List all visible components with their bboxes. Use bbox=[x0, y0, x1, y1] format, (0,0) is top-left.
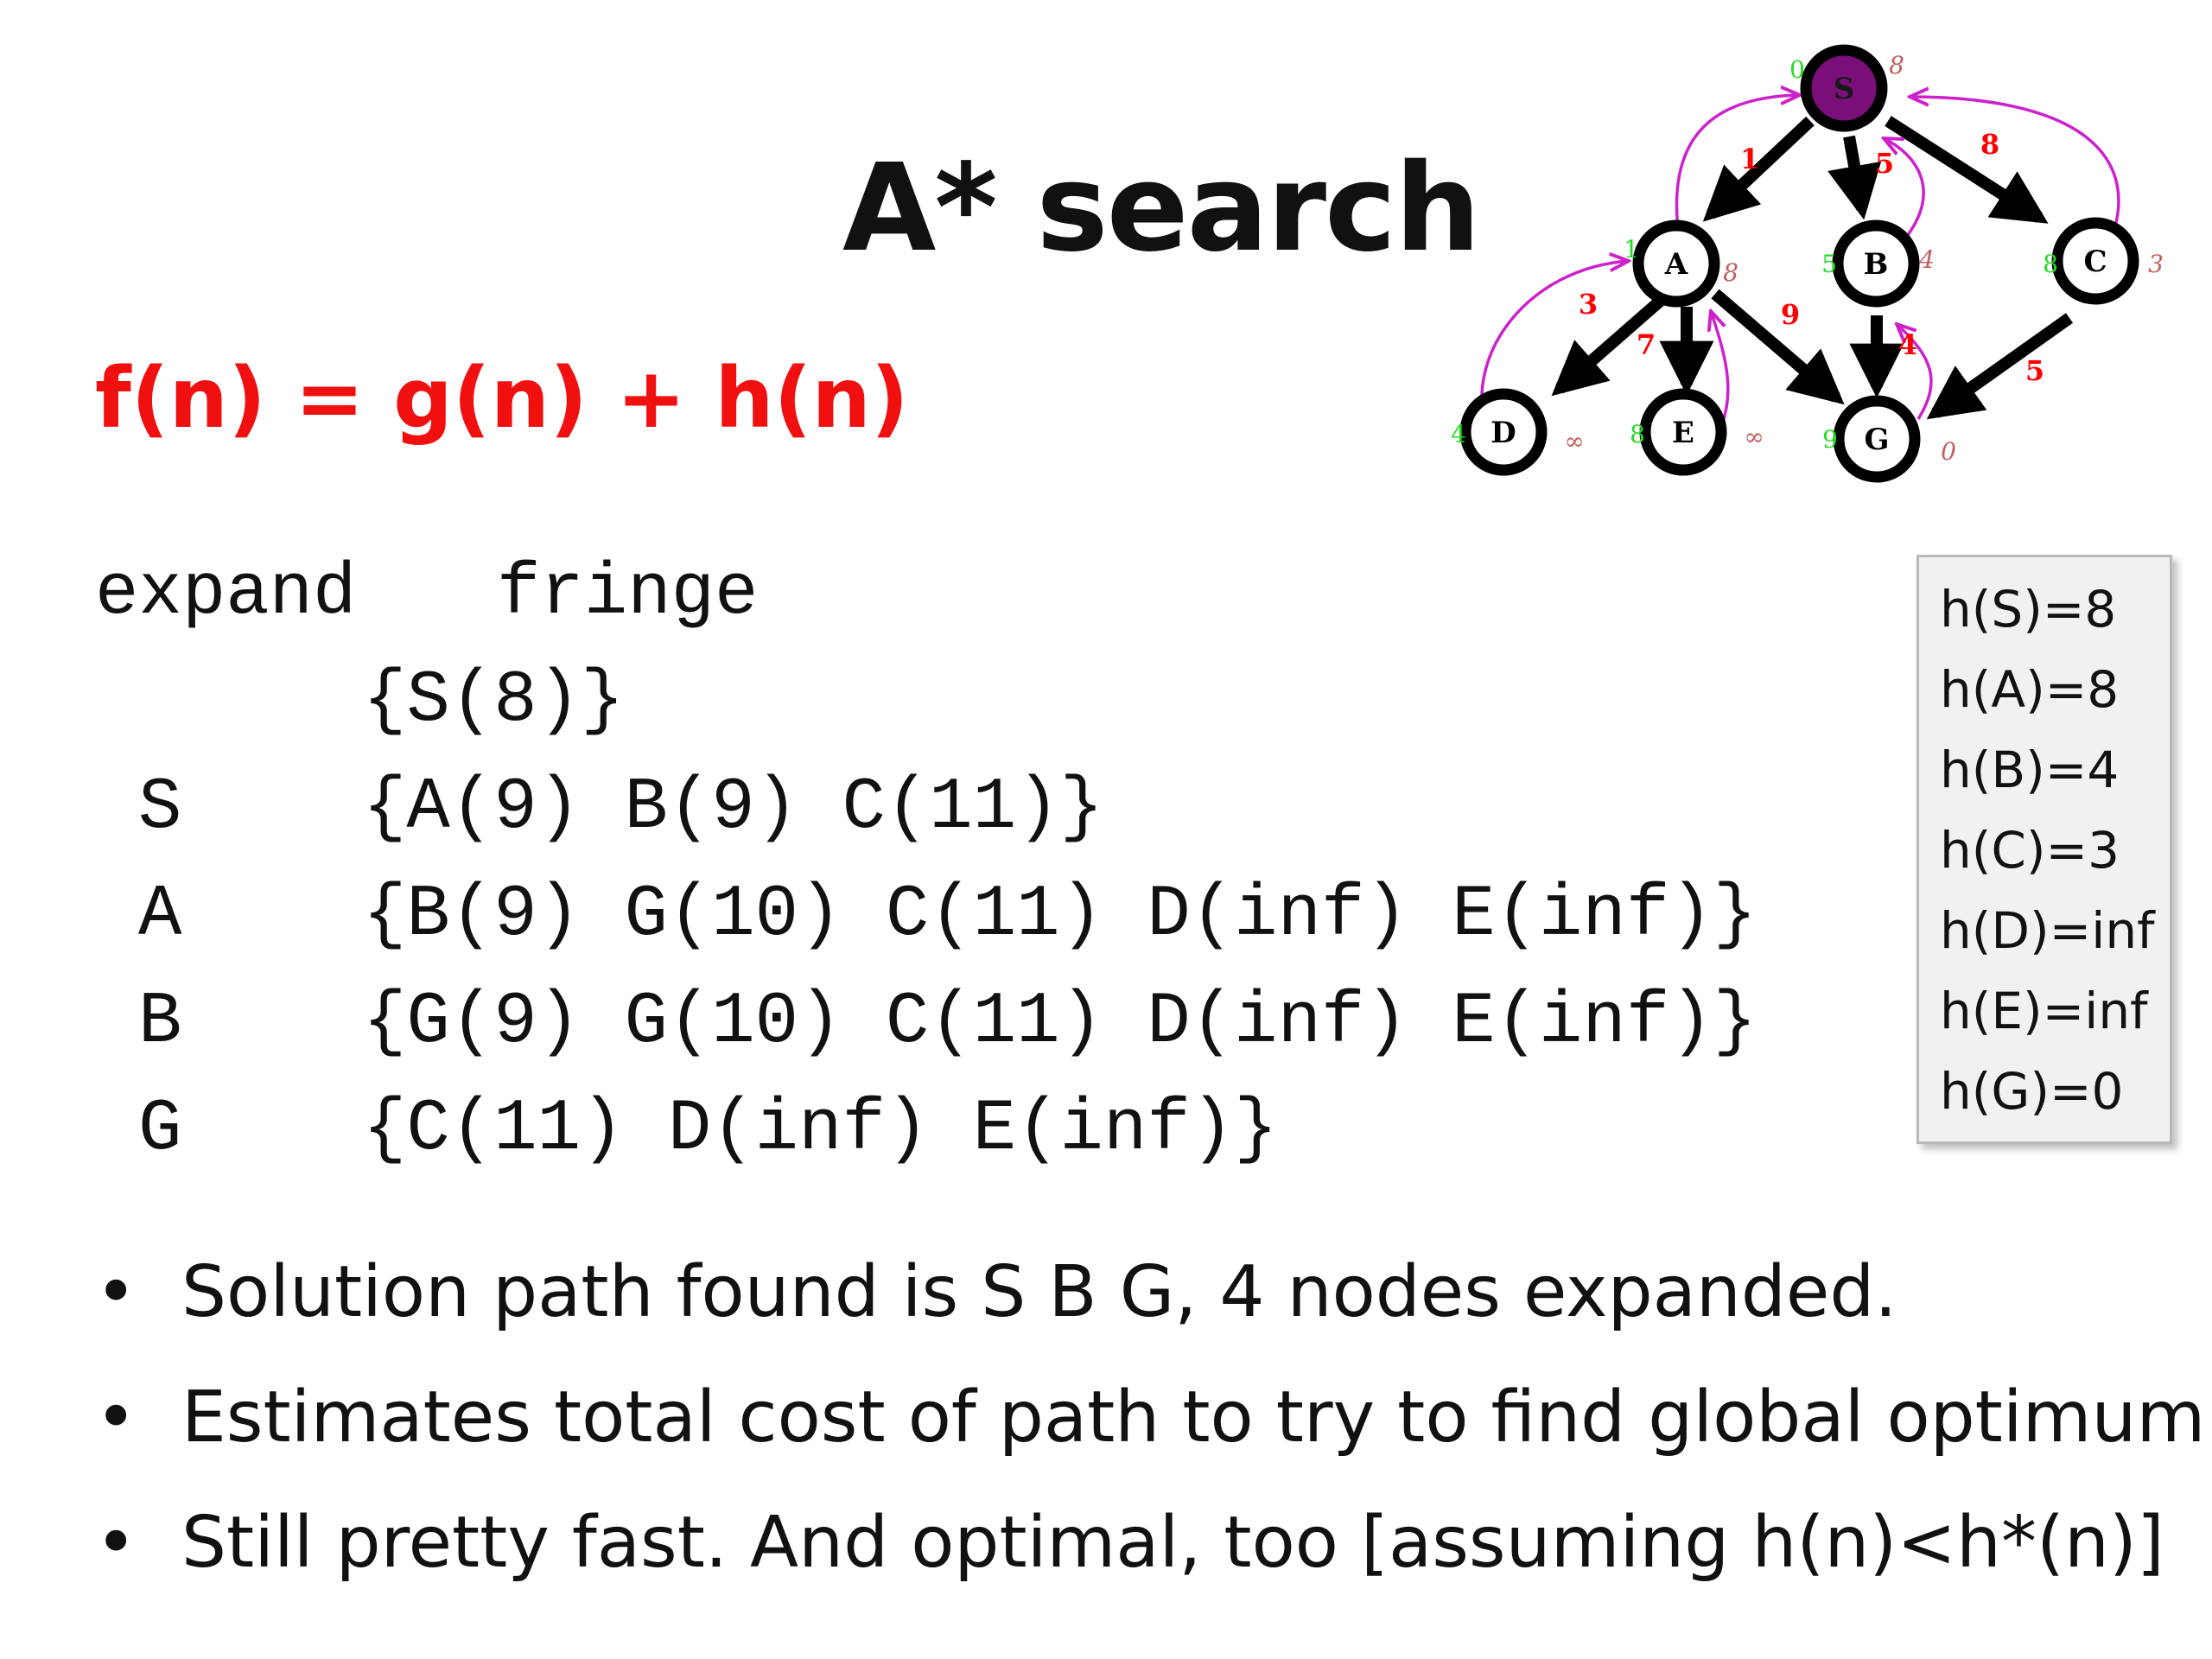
g-value-B: 5 bbox=[1821, 250, 1837, 278]
formula: f(n) = g(n) + h(n) bbox=[95, 350, 909, 447]
graph-edges bbox=[1551, 116, 2074, 420]
h-value-C: 3 bbox=[2148, 250, 2164, 278]
edge-cost-S-A: 1 bbox=[1740, 143, 1759, 175]
node-label-G: G bbox=[1864, 423, 1889, 457]
bullet-dot: • bbox=[95, 1502, 137, 1584]
heuristic-G: h(G)=0 bbox=[1940, 1062, 2124, 1121]
g-value-D: 4 bbox=[1451, 420, 1466, 448]
edge-S-A bbox=[1702, 116, 1815, 222]
h-value-S: 8 bbox=[1889, 51, 1904, 79]
node-E bbox=[1639, 388, 1727, 476]
heuristic-S: h(S)=8 bbox=[1940, 580, 2117, 639]
trace-row-3-fringe: {G(9) G(10) C(11) D(inf) E(inf)} bbox=[363, 982, 1758, 1064]
g-value-G: 9 bbox=[1822, 425, 1838, 454]
node-S bbox=[1800, 44, 1888, 132]
edge-A-D bbox=[1551, 293, 1668, 397]
backpointer-A-S bbox=[1675, 95, 1800, 230]
g-value-A: 1 bbox=[1624, 235, 1639, 264]
node-label-C: C bbox=[2083, 245, 2107, 279]
node-label-S: S bbox=[1834, 72, 1855, 106]
bullet-text: Estimates total cost of path to try to f… bbox=[181, 1376, 2206, 1459]
node-B bbox=[1832, 219, 1920, 308]
trace-table: expand fringe {S(8)} S {A(9) B(9) C(11)}… bbox=[95, 553, 1823, 1175]
slide-title: A* search bbox=[842, 138, 1481, 279]
search-graph: S A B C D E G 1 5 8 3 7 9 4 5 0 1 5 8 4 … bbox=[1451, 44, 2164, 483]
node-C bbox=[2051, 217, 2139, 305]
g-value-E: 8 bbox=[1630, 420, 1645, 448]
trace-row-3-expand: B bbox=[138, 982, 182, 1064]
g-value-S: 0 bbox=[1789, 55, 1805, 84]
bullet-dot: • bbox=[95, 1251, 137, 1333]
backpointer-B-S bbox=[1884, 138, 1925, 237]
edge-A-G bbox=[1711, 289, 1845, 405]
edge-S-C bbox=[1885, 116, 2049, 224]
node-A bbox=[1632, 219, 1720, 308]
node-G bbox=[1833, 395, 1921, 483]
backpointer-G-B bbox=[1897, 324, 1933, 420]
bullet-dot: • bbox=[95, 1376, 137, 1459]
node-D bbox=[1459, 388, 1548, 476]
edge-cost-A-E: 7 bbox=[1637, 328, 1656, 361]
heuristic-D: h(D)=inf bbox=[1940, 901, 2155, 960]
edge-S-B bbox=[1827, 135, 1882, 220]
trace-row-4-expand: G bbox=[138, 1089, 182, 1171]
trace-row-2-fringe: {B(9) G(10) C(11) D(inf) E(inf)} bbox=[363, 874, 1758, 957]
edge-cost-B-G: 4 bbox=[1898, 328, 1917, 361]
heuristic-A: h(A)=8 bbox=[1940, 660, 2120, 719]
header-expand: expand bbox=[95, 553, 357, 635]
header-fringe: fringe bbox=[497, 553, 759, 635]
node-label-D: D bbox=[1491, 416, 1516, 450]
h-value-B: 4 bbox=[1918, 245, 1935, 274]
heuristic-C: h(C)=3 bbox=[1940, 821, 2120, 880]
trace-row-0-fringe: {S(8)} bbox=[363, 660, 625, 742]
h-value-D: ∞ bbox=[1564, 427, 1584, 455]
edge-C-G bbox=[1926, 313, 2074, 420]
bullet-text: Still pretty fast. And optimal, too [ass… bbox=[181, 1502, 2164, 1584]
edge-cost-A-G: 9 bbox=[1781, 298, 1800, 331]
heuristic-E: h(E)=inf bbox=[1940, 982, 2148, 1040]
g-value-C: 8 bbox=[2043, 250, 2058, 278]
h-value-A: 8 bbox=[1723, 258, 1738, 287]
node-label-A: A bbox=[1664, 247, 1688, 282]
bullet-text: Solution path found is S B G, 4 nodes ex… bbox=[181, 1251, 1897, 1333]
backpointer-C-S bbox=[1910, 97, 2120, 227]
edge-cost-S-C: 8 bbox=[1980, 128, 1999, 161]
trace-row-2-expand: A bbox=[138, 874, 182, 957]
graph-nodes bbox=[1459, 44, 2139, 483]
trace-row-1-fringe: {A(9) B(9) C(11)} bbox=[363, 767, 1103, 849]
trace-row-4-fringe: {C(11) D(inf) E(inf)} bbox=[363, 1089, 1278, 1171]
trace-row-1-expand: S bbox=[138, 767, 182, 849]
backpointers bbox=[1480, 95, 2120, 442]
edge-cost-C-G: 5 bbox=[2025, 354, 2044, 387]
edge-cost-A-D: 3 bbox=[1579, 288, 1598, 321]
node-label-B: B bbox=[1864, 247, 1889, 282]
node-label-E: E bbox=[1672, 416, 1694, 450]
h-value-G: 0 bbox=[1941, 437, 1956, 466]
h-value-E: ∞ bbox=[1744, 423, 1764, 451]
heuristic-box: h(S)=8 h(A)=8 h(B)=4 h(C)=3 h(D)=inf h(E… bbox=[1916, 555, 2172, 1144]
heuristic-B: h(B)=4 bbox=[1940, 741, 2120, 799]
edge-cost-S-B: 5 bbox=[1875, 147, 1894, 180]
